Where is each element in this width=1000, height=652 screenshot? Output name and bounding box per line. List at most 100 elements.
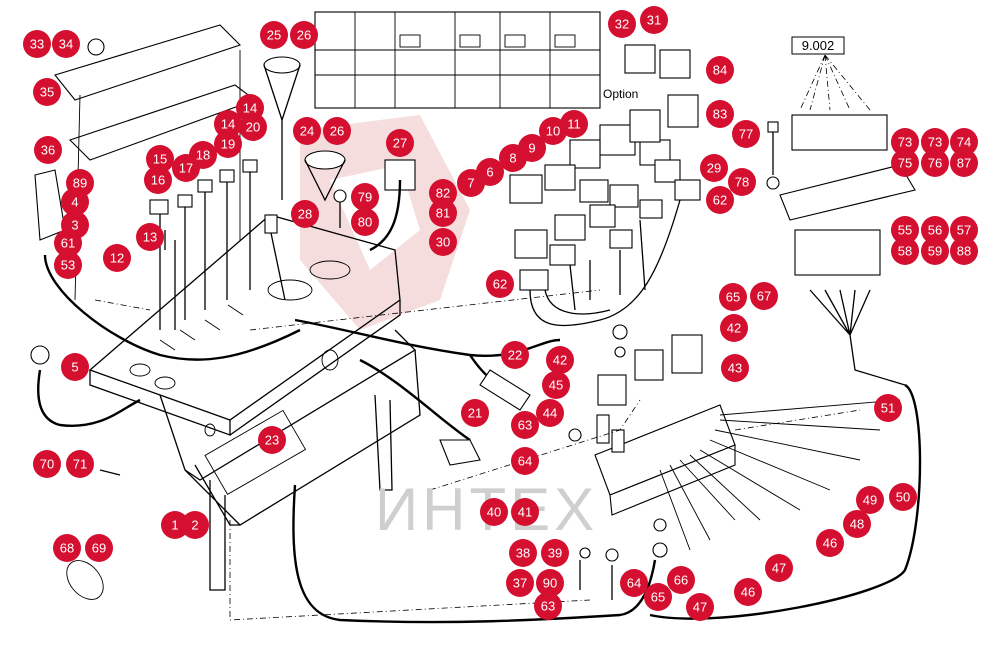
badge-number: 26: [330, 124, 344, 139]
part-badge-25: 25: [260, 21, 288, 49]
badge-number: 29: [707, 161, 721, 176]
part-badge-65: 65: [719, 283, 747, 311]
part-badge-29: 29: [700, 154, 728, 182]
badge-number: 79: [358, 190, 372, 205]
badge-circle: [534, 592, 562, 620]
badge-circle: [546, 346, 574, 374]
badge-circle: [53, 534, 81, 562]
badge-circle: [950, 216, 978, 244]
badge-number: 65: [726, 290, 740, 305]
badge-number: 18: [196, 148, 210, 163]
part-badge-73: 73: [921, 128, 949, 156]
badge-circle: [732, 120, 760, 148]
badge-circle: [480, 498, 508, 526]
badge-circle: [260, 21, 288, 49]
part-badge-43: 43: [721, 354, 749, 382]
part-badge-8: 8: [499, 144, 527, 172]
badge-number: 62: [713, 193, 727, 208]
badge-number: 46: [741, 585, 755, 600]
badge-number: 81: [436, 206, 450, 221]
badge-number: 57: [957, 223, 971, 238]
badge-number: 48: [850, 517, 864, 532]
badge-number: 73: [928, 135, 942, 150]
badge-circle: [351, 208, 379, 236]
hardware: [30, 38, 780, 600]
wire-harnesses: [37, 179, 922, 624]
badge-number: 55: [898, 223, 912, 238]
part-badge-63: 63: [534, 592, 562, 620]
part-badge-70: 70: [33, 450, 61, 478]
badge-number: 20: [246, 120, 260, 135]
part-badge-90: 90: [536, 569, 564, 597]
badge-number: 13: [143, 230, 157, 245]
badge-circle: [950, 237, 978, 265]
badge-number: 23: [265, 433, 279, 448]
badge-circle: [891, 128, 919, 156]
badge-number: 11: [567, 117, 581, 132]
badge-number: 63: [518, 418, 532, 433]
badge-circle: [891, 149, 919, 177]
badge-number: 17: [179, 161, 193, 176]
badge-circle: [891, 237, 919, 265]
badge-number: 5: [71, 360, 78, 375]
badge-number: 31: [647, 13, 661, 28]
part-badge-74: 74: [950, 128, 978, 156]
badge-number: 25: [267, 28, 281, 43]
badge-circle: [457, 169, 485, 197]
part-badge-78: 78: [728, 168, 756, 196]
badge-circle: [54, 251, 82, 279]
badge-circle: [728, 168, 756, 196]
part-badge-57: 57: [950, 216, 978, 244]
badge-number: 27: [393, 136, 407, 151]
badge-number: 88: [957, 244, 971, 259]
badge-circle: [486, 270, 514, 298]
badge-circle: [85, 534, 113, 562]
badge-circle: [144, 166, 172, 194]
part-badge-14: 14: [236, 94, 264, 122]
badge-number: 50: [896, 490, 910, 505]
cover-plates: [54, 24, 257, 301]
badge-number: 44: [543, 406, 557, 421]
badge-circle: [429, 228, 457, 256]
badge-number: 64: [518, 454, 532, 469]
badge-circle: [509, 539, 537, 567]
badge-number: 15: [153, 152, 167, 167]
badge-number: 43: [728, 361, 742, 376]
part-badge-30: 30: [429, 228, 457, 256]
part-badge-40: 40: [480, 498, 508, 526]
badge-number: 68: [60, 541, 74, 556]
badge-number: 63: [541, 599, 555, 614]
badge-circle: [499, 144, 527, 172]
part-badge-46: 46: [734, 578, 762, 606]
part-badge-67: 67: [750, 282, 778, 310]
part-badge-64: 64: [620, 569, 648, 597]
part-badge-87: 87: [950, 149, 978, 177]
badge-circle: [536, 569, 564, 597]
part-badge-41: 41: [511, 498, 539, 526]
badge-number: 47: [772, 561, 786, 576]
part-badge-15: 15: [146, 145, 174, 173]
badge-circle: [700, 154, 728, 182]
badge-circle: [856, 486, 884, 514]
badge-number: 76: [928, 156, 942, 171]
badge-circle: [644, 583, 672, 611]
badge-number: 16: [151, 173, 165, 188]
badge-number: 47: [693, 600, 707, 615]
badge-circle: [61, 188, 89, 216]
badge-circle: [61, 353, 89, 381]
badge-number: 14: [221, 117, 235, 132]
badge-circle: [146, 145, 174, 173]
part-badge-39: 39: [541, 539, 569, 567]
part-badge-83: 83: [706, 100, 734, 128]
badge-circle: [608, 10, 636, 38]
badge-circle: [541, 539, 569, 567]
badge-circle: [511, 447, 539, 475]
badge-number: 36: [41, 143, 55, 158]
badge-circle: [214, 130, 242, 158]
badge-number: 53: [61, 258, 75, 273]
part-badge-84: 84: [706, 56, 734, 84]
badge-number: 35: [40, 85, 54, 100]
badge-circle: [323, 117, 351, 145]
part-badge-66: 66: [667, 566, 695, 594]
part-badge-73: 73: [891, 128, 919, 156]
